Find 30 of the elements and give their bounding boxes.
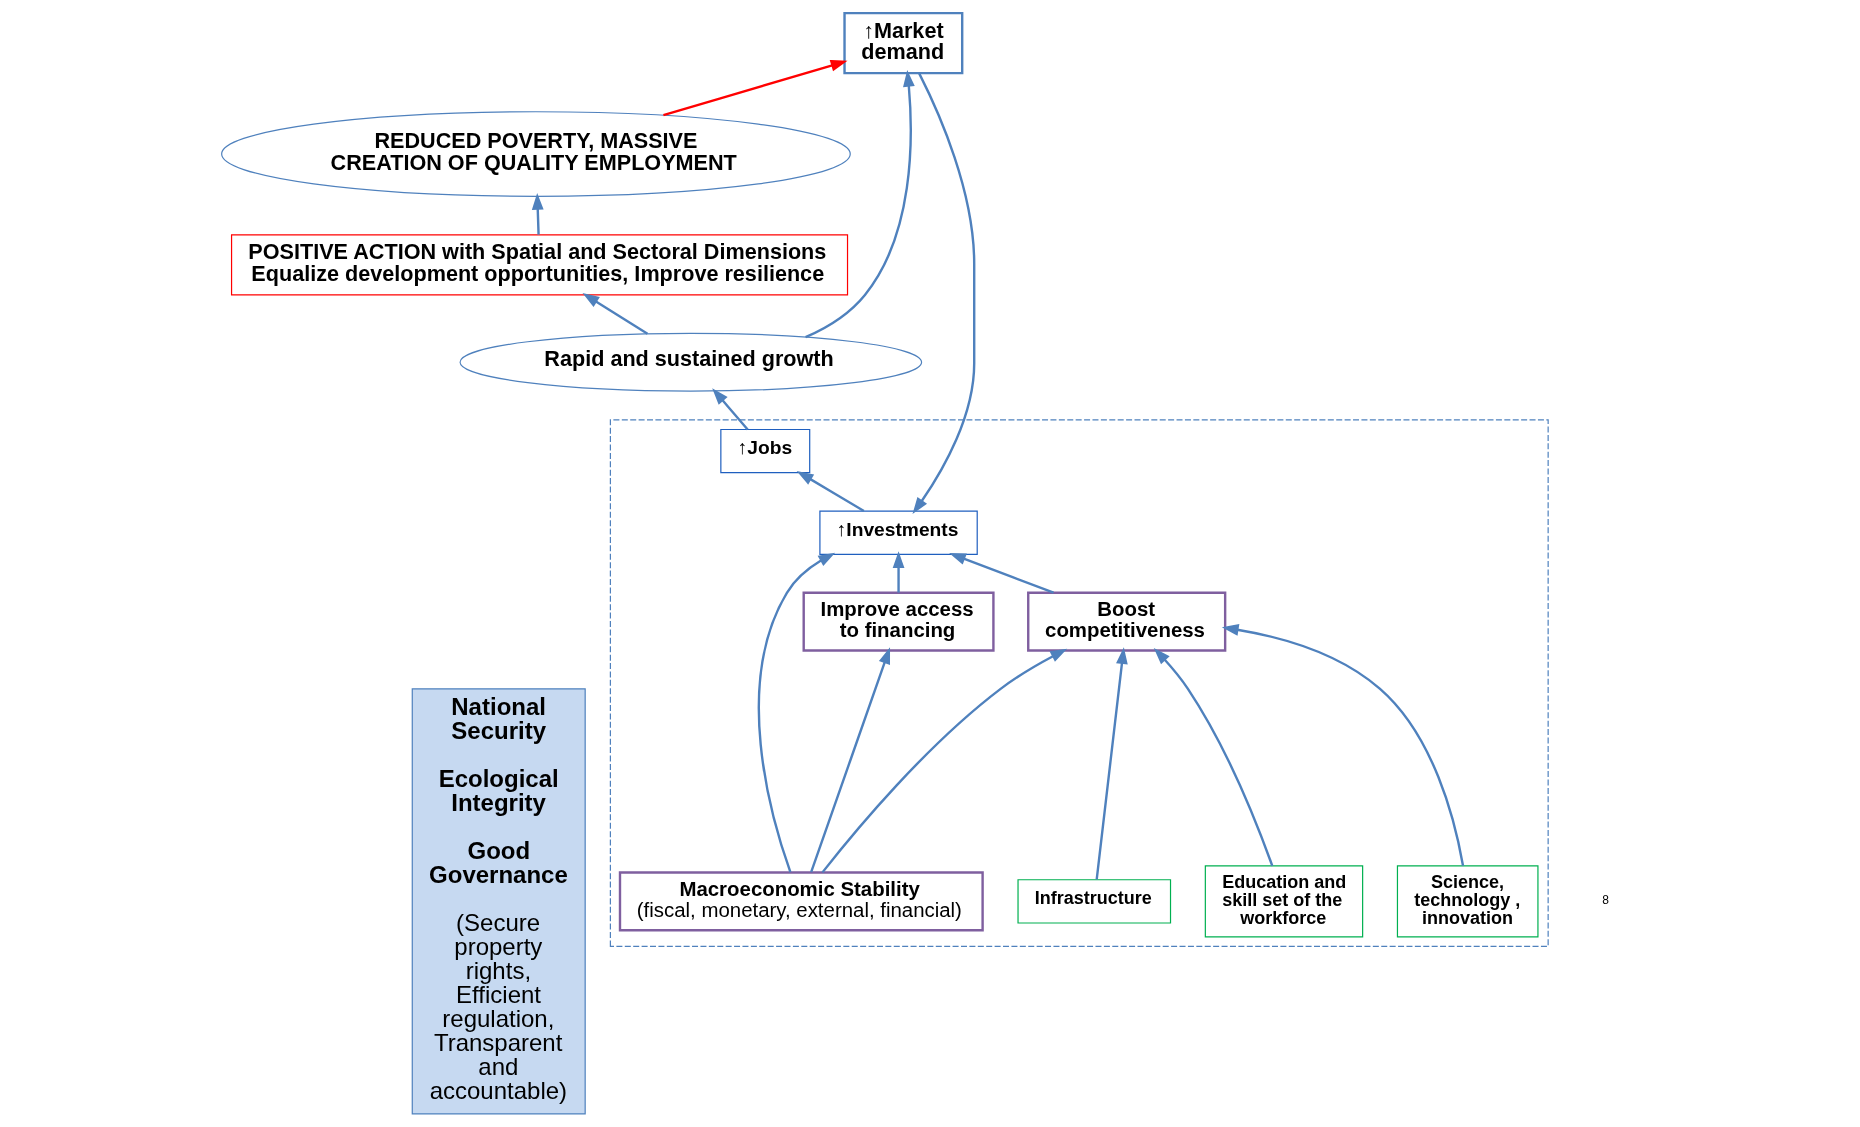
arrow: [810, 647, 891, 873]
cluster: [609, 419, 1549, 947]
arrow: [949, 553, 1054, 594]
node-ellipse: REDUCED POVERTY, MASSIVE CREATION OF QUALITY EMPLOYMENT: [221, 111, 851, 197]
arrow: [821, 648, 1068, 874]
node-box: POSITIVE ACTION with Spatial and Sectoral Dimensions Equalize development opportunities, Improve resilience: [230, 234, 849, 296]
arrow: [805, 69, 915, 339]
node-box: ↑Jobs: [720, 428, 811, 474]
node-ellipse: Rapid and sustained growth: [459, 332, 923, 392]
arrow: [892, 551, 905, 593]
arrow: [1153, 648, 1274, 867]
arrow: [582, 293, 649, 335]
node-box: Boost competitiveness: [1027, 591, 1227, 652]
node-box: Infrastructure: [1017, 879, 1172, 924]
arrow: [712, 388, 749, 431]
arrow: [531, 192, 544, 235]
arrow: [757, 552, 836, 873]
node-box: Science, technology , innovation: [1396, 865, 1539, 938]
node-box: Improve access to financing: [802, 591, 995, 652]
arrow: [912, 72, 976, 515]
arrow: [796, 470, 865, 512]
label: 8: [1602, 893, 1609, 908]
arrow: [1221, 624, 1465, 867]
arrow: [663, 59, 848, 117]
node-box: Macroeconomic Stability (fiscal, monetary, external, financial): [618, 871, 984, 932]
node-box: ↑Market demand: [843, 11, 964, 75]
node-box: National Security Ecological Integrity Good Governance (Secure property rights, Efficient regulation, Transparent and accountable): [411, 688, 586, 1115]
node-box: Education and skill set of the workforce: [1204, 865, 1364, 938]
node-box: ↑Investments: [819, 510, 978, 555]
arrow: [1095, 647, 1128, 880]
